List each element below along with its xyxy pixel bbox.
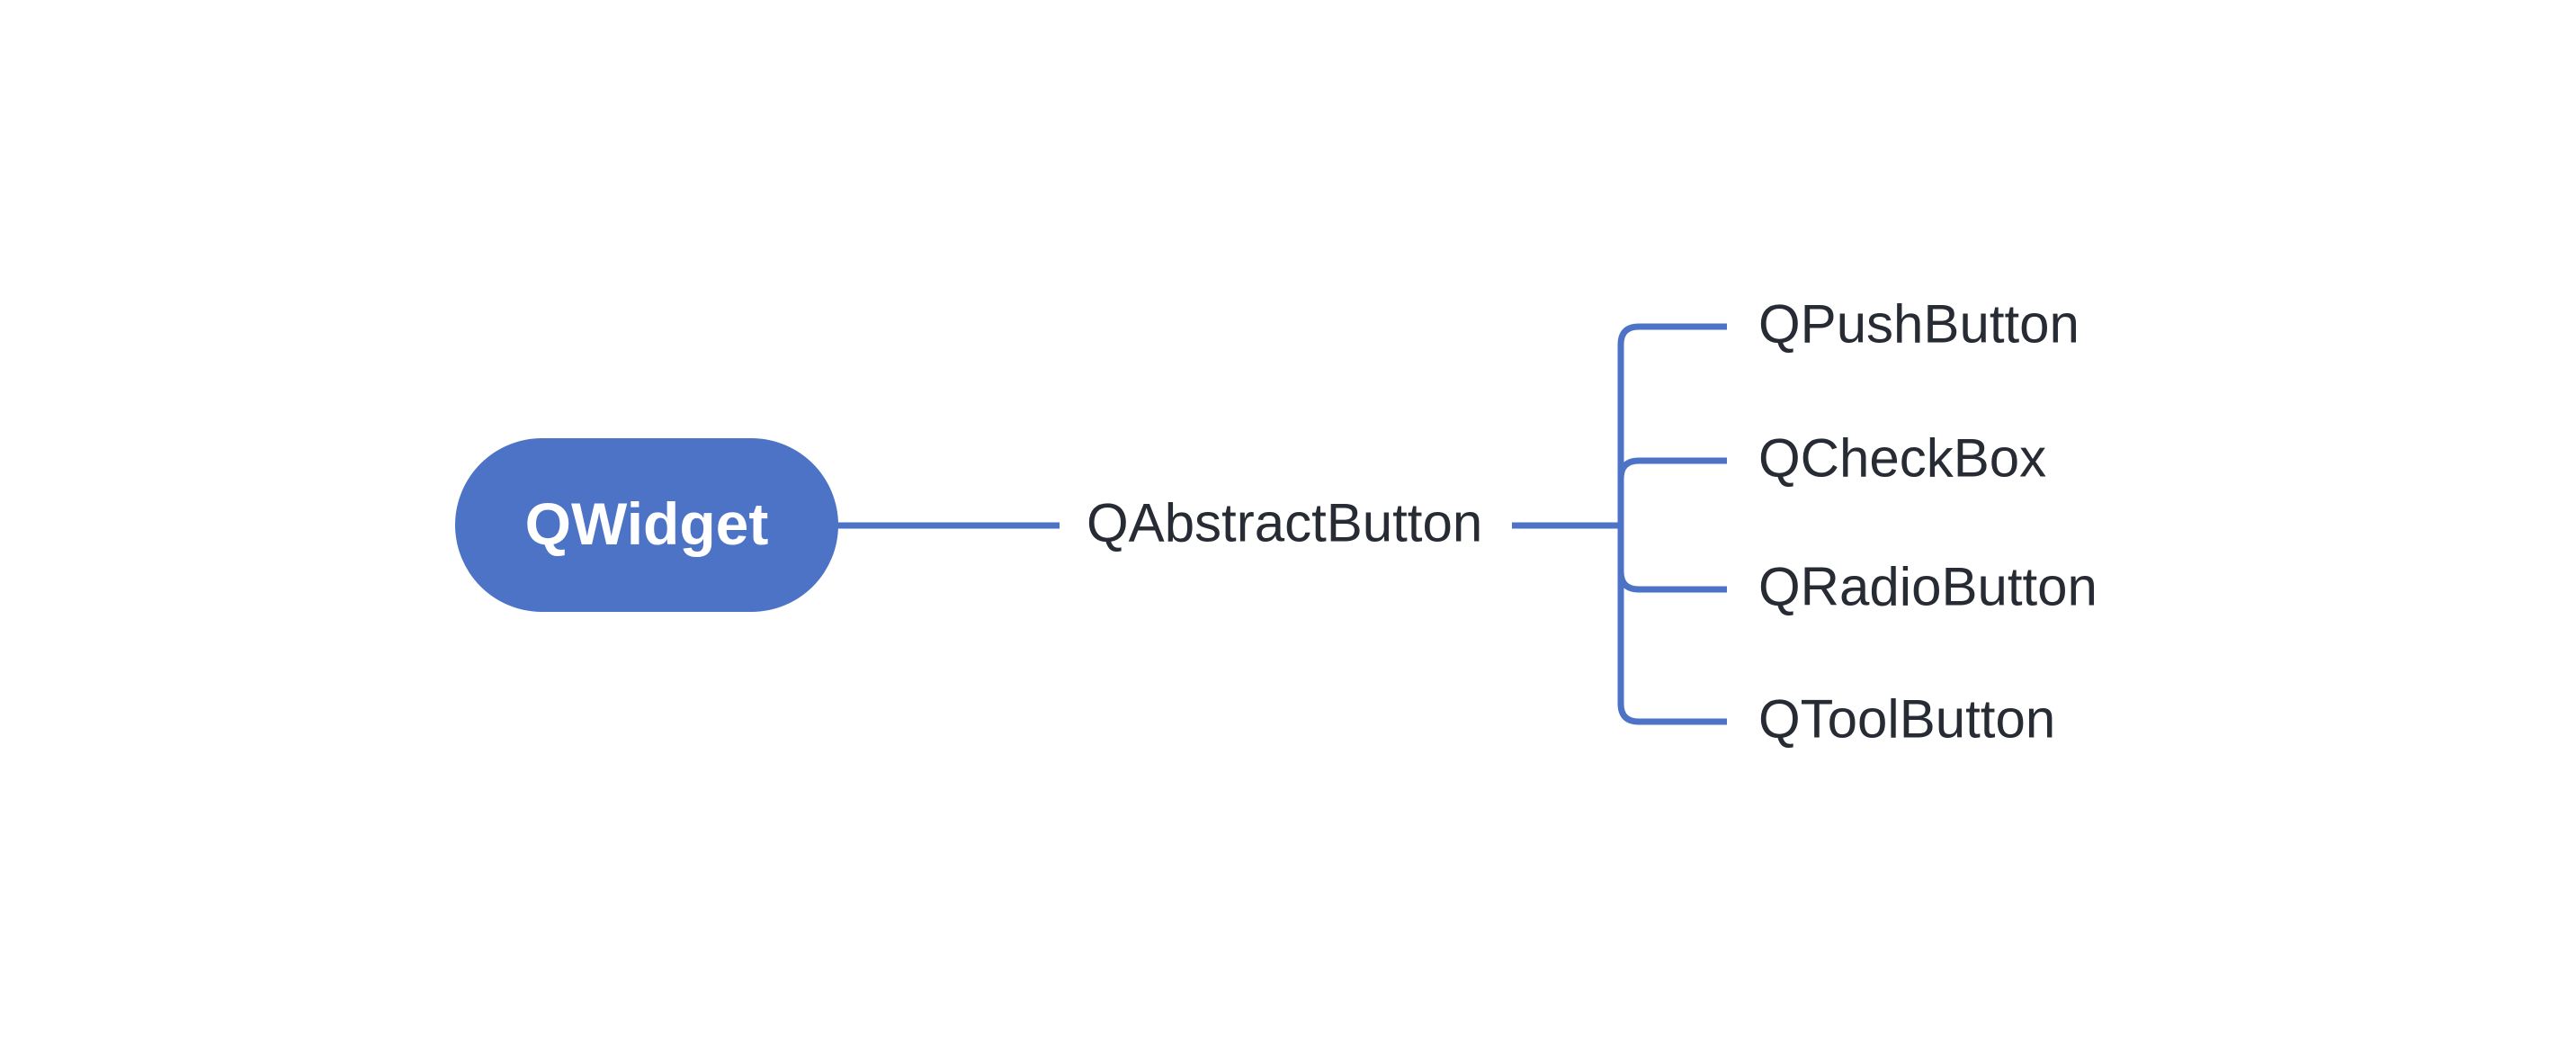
node-qwidget-label: QWidget	[524, 490, 769, 557]
connector-branch-qtoolbutton	[1617, 526, 1727, 725]
connector-branch-qcheckbox	[1617, 457, 1727, 526]
node-qcheckbox[interactable]: QCheckBox	[1758, 427, 2047, 489]
node-qradiobutton[interactable]: QRadioButton	[1758, 556, 2097, 617]
node-qwidget[interactable]: QWidget	[455, 438, 838, 612]
node-qtoolbutton[interactable]: QToolButton	[1758, 688, 2056, 750]
connector-branch-qradiobutton	[1617, 526, 1727, 593]
node-qpushbutton[interactable]: QPushButton	[1758, 293, 2080, 355]
node-qabstractbutton[interactable]: QAbstractButton	[1087, 492, 1483, 553]
connector-branch-qpushbutton	[1617, 323, 1727, 526]
